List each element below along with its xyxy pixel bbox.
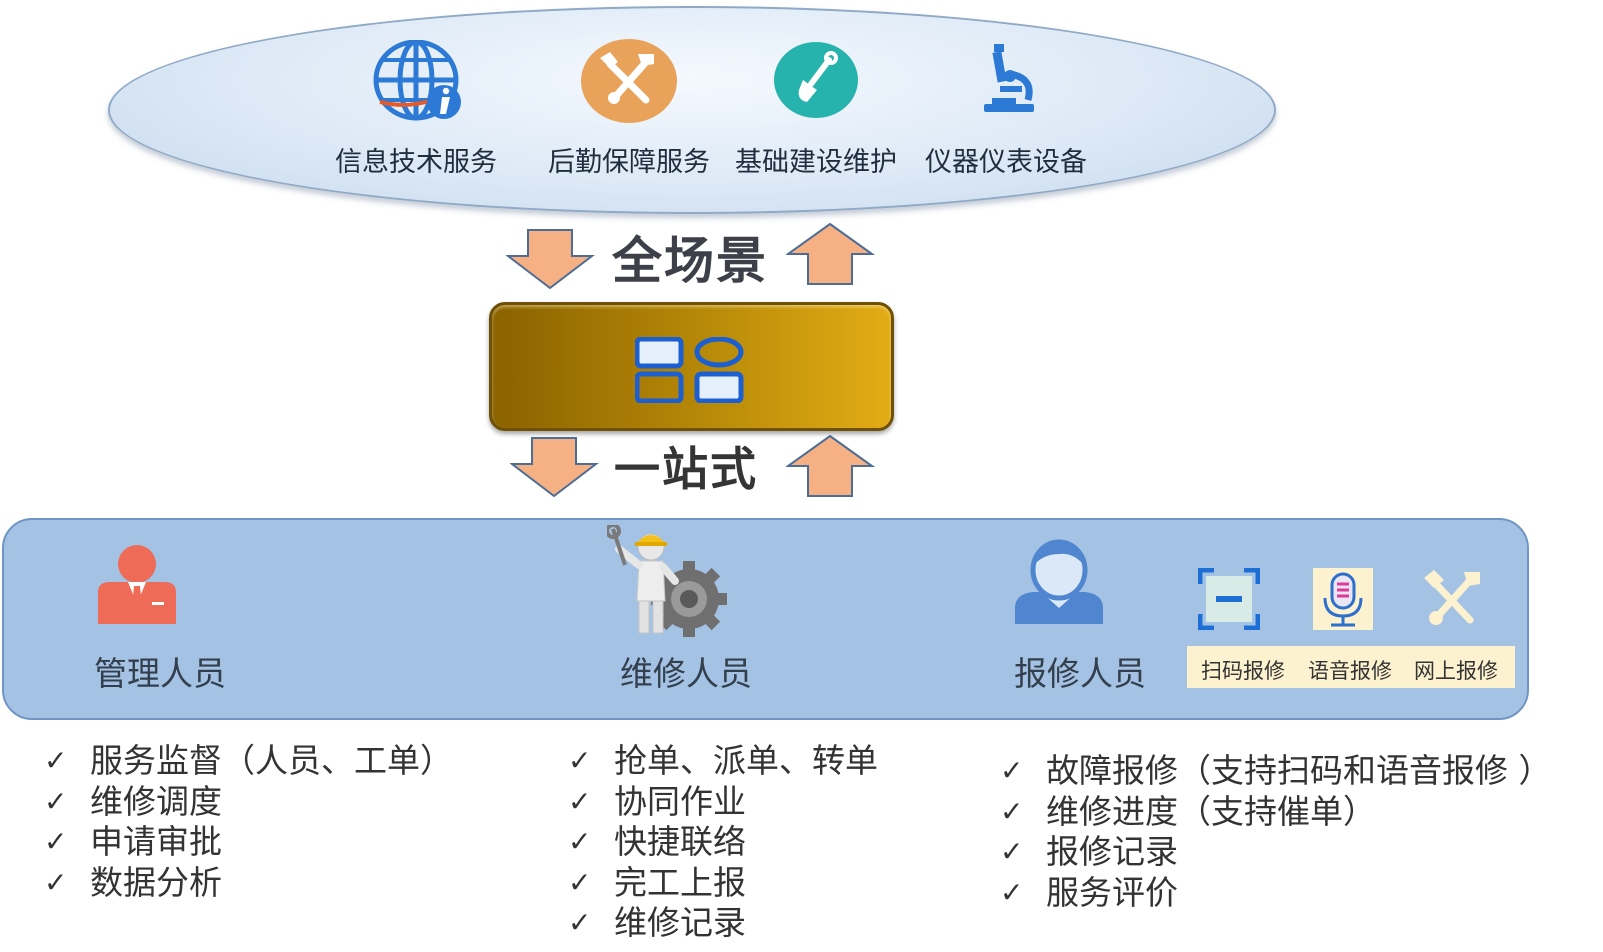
- report-modes-panel: 扫码报修 语音报修 网上报修: [1187, 646, 1515, 688]
- apps-grid-icon: [635, 337, 744, 403]
- check-icon: ✓: [1000, 794, 1024, 828]
- role-label: 管理人员: [94, 654, 226, 693]
- microphone-icon[interactable]: [1313, 568, 1373, 630]
- tools-icon[interactable]: [1420, 568, 1484, 630]
- check-icon: ✓: [1000, 754, 1024, 787]
- role-label: 维修人员: [620, 654, 752, 693]
- arrow-up-icon: [786, 222, 876, 285]
- manager-icon: [98, 545, 176, 624]
- check-icon: ✓: [44, 825, 68, 858]
- globe-info-icon: [373, 40, 461, 121]
- services-ellipse: [108, 6, 1276, 214]
- all-scene-label: 全场景: [612, 232, 768, 290]
- mode-label[interactable]: 扫码报修: [1201, 659, 1285, 683]
- check-icon: ✓: [1000, 875, 1024, 909]
- mode-label[interactable]: 网上报修: [1414, 659, 1498, 683]
- check-icon: ✓: [568, 825, 592, 858]
- check-icon: ✓: [568, 865, 592, 899]
- role-label: 报修人员: [1014, 654, 1146, 693]
- check-icon: ✓: [44, 744, 68, 777]
- check-icon: ✓: [568, 784, 592, 818]
- service-label: 信息技术服务: [335, 147, 497, 178]
- service-label: 仪器仪表设备: [925, 147, 1087, 178]
- service-label: 后勤保障服务: [548, 147, 710, 178]
- one-stop-label: 一站式: [614, 442, 758, 496]
- mode-label[interactable]: 语音报修: [1308, 659, 1392, 683]
- platform-box[interactable]: [489, 302, 894, 431]
- roles-band: [2, 518, 1529, 720]
- tools-icon: [581, 39, 677, 123]
- check-icon: ✓: [44, 784, 68, 818]
- reporter-icon: [1015, 539, 1103, 624]
- repairman-gear-icon: [607, 525, 727, 637]
- service-label: 基础建设维护: [735, 147, 897, 178]
- check-icon: ✓: [44, 865, 68, 899]
- check-icon: ✓: [568, 744, 592, 777]
- scan-code-icon[interactable]: [1198, 568, 1260, 630]
- check-icon: ✓: [568, 906, 592, 939]
- arrow-down-icon: [506, 229, 595, 290]
- arrow-down-icon: [510, 437, 599, 498]
- shovel-icon: [774, 42, 858, 118]
- arrow-up-icon: [786, 434, 876, 497]
- check-icon: ✓: [1000, 835, 1024, 868]
- microscope-icon: [984, 44, 1034, 112]
